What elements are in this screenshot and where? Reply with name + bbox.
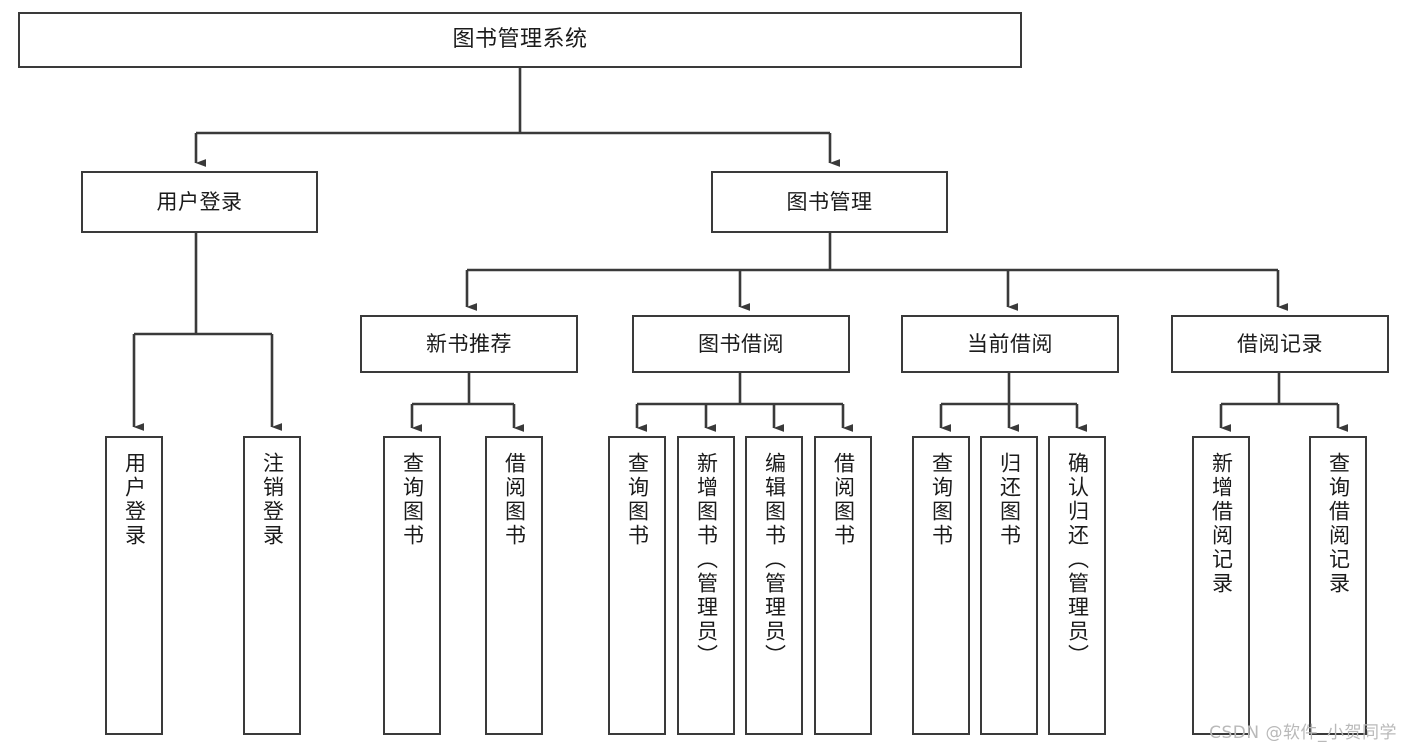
node-leaf-current-borrow-2[interactable]: 归还图书 — [980, 436, 1038, 735]
node-current-borrow-label: 当前借阅 — [967, 331, 1053, 356]
node-root-system-label: 图书管理系统 — [452, 27, 588, 53]
node-leaf-current-borrow-1[interactable]: 查询图书 — [912, 436, 970, 735]
node-leaf-current-borrow-2-label: 归还图书 — [997, 452, 1022, 548]
node-leaf-current-borrow-3-label: 确认归还（管理员） — [1065, 452, 1090, 668]
node-leaf-current-borrow-1-label: 查询图书 — [929, 452, 954, 548]
node-leaf-current-borrow-3[interactable]: 确认归还（管理员） — [1048, 436, 1106, 735]
watermark-text: CSDN @软件_小贺同学 — [1209, 723, 1397, 743]
node-leaf-new-book-2-label: 借阅图书 — [502, 452, 527, 548]
node-leaf-borrow-record-2[interactable]: 查询借阅记录 — [1309, 436, 1367, 735]
node-leaf-new-book-2[interactable]: 借阅图书 — [485, 436, 543, 735]
node-leaf-borrow-record-2-label: 查询借阅记录 — [1326, 452, 1351, 596]
node-leaf-new-book-1-label: 查询图书 — [400, 452, 425, 548]
node-new-book-recommend-label: 新书推荐 — [426, 331, 512, 356]
node-leaf-book-borrow-1[interactable]: 查询图书 — [608, 436, 666, 735]
node-new-book-recommend[interactable]: 新书推荐 — [360, 315, 578, 373]
node-book-manage[interactable]: 图书管理 — [711, 171, 948, 233]
node-leaf-user-login-2-label: 注销登录 — [260, 452, 285, 548]
node-book-borrow-label: 图书借阅 — [698, 331, 784, 356]
node-leaf-user-login-1-label: 用户登录 — [122, 452, 147, 548]
node-leaf-book-borrow-3-label: 编辑图书（管理员） — [762, 452, 787, 668]
node-user-login-label: 用户登录 — [156, 189, 243, 214]
node-book-borrow[interactable]: 图书借阅 — [632, 315, 850, 373]
node-leaf-book-borrow-2-label: 新增图书（管理员） — [694, 452, 719, 668]
node-borrow-record[interactable]: 借阅记录 — [1171, 315, 1389, 373]
node-leaf-book-borrow-1-label: 查询图书 — [625, 452, 650, 548]
node-leaf-borrow-record-1[interactable]: 新增借阅记录 — [1192, 436, 1250, 735]
node-leaf-user-login-2[interactable]: 注销登录 — [243, 436, 301, 735]
node-leaf-book-borrow-4[interactable]: 借阅图书 — [814, 436, 872, 735]
node-current-borrow[interactable]: 当前借阅 — [901, 315, 1119, 373]
node-root-system[interactable]: 图书管理系统 — [18, 12, 1022, 68]
node-leaf-new-book-1[interactable]: 查询图书 — [383, 436, 441, 735]
node-user-login[interactable]: 用户登录 — [81, 171, 318, 233]
node-leaf-book-borrow-4-label: 借阅图书 — [831, 452, 856, 548]
node-leaf-borrow-record-1-label: 新增借阅记录 — [1209, 452, 1234, 596]
node-leaf-book-borrow-3[interactable]: 编辑图书（管理员） — [745, 436, 803, 735]
node-borrow-record-label: 借阅记录 — [1237, 331, 1323, 356]
node-book-manage-label: 图书管理 — [786, 189, 873, 214]
node-leaf-book-borrow-2[interactable]: 新增图书（管理员） — [677, 436, 735, 735]
node-leaf-user-login-1[interactable]: 用户登录 — [105, 436, 163, 735]
